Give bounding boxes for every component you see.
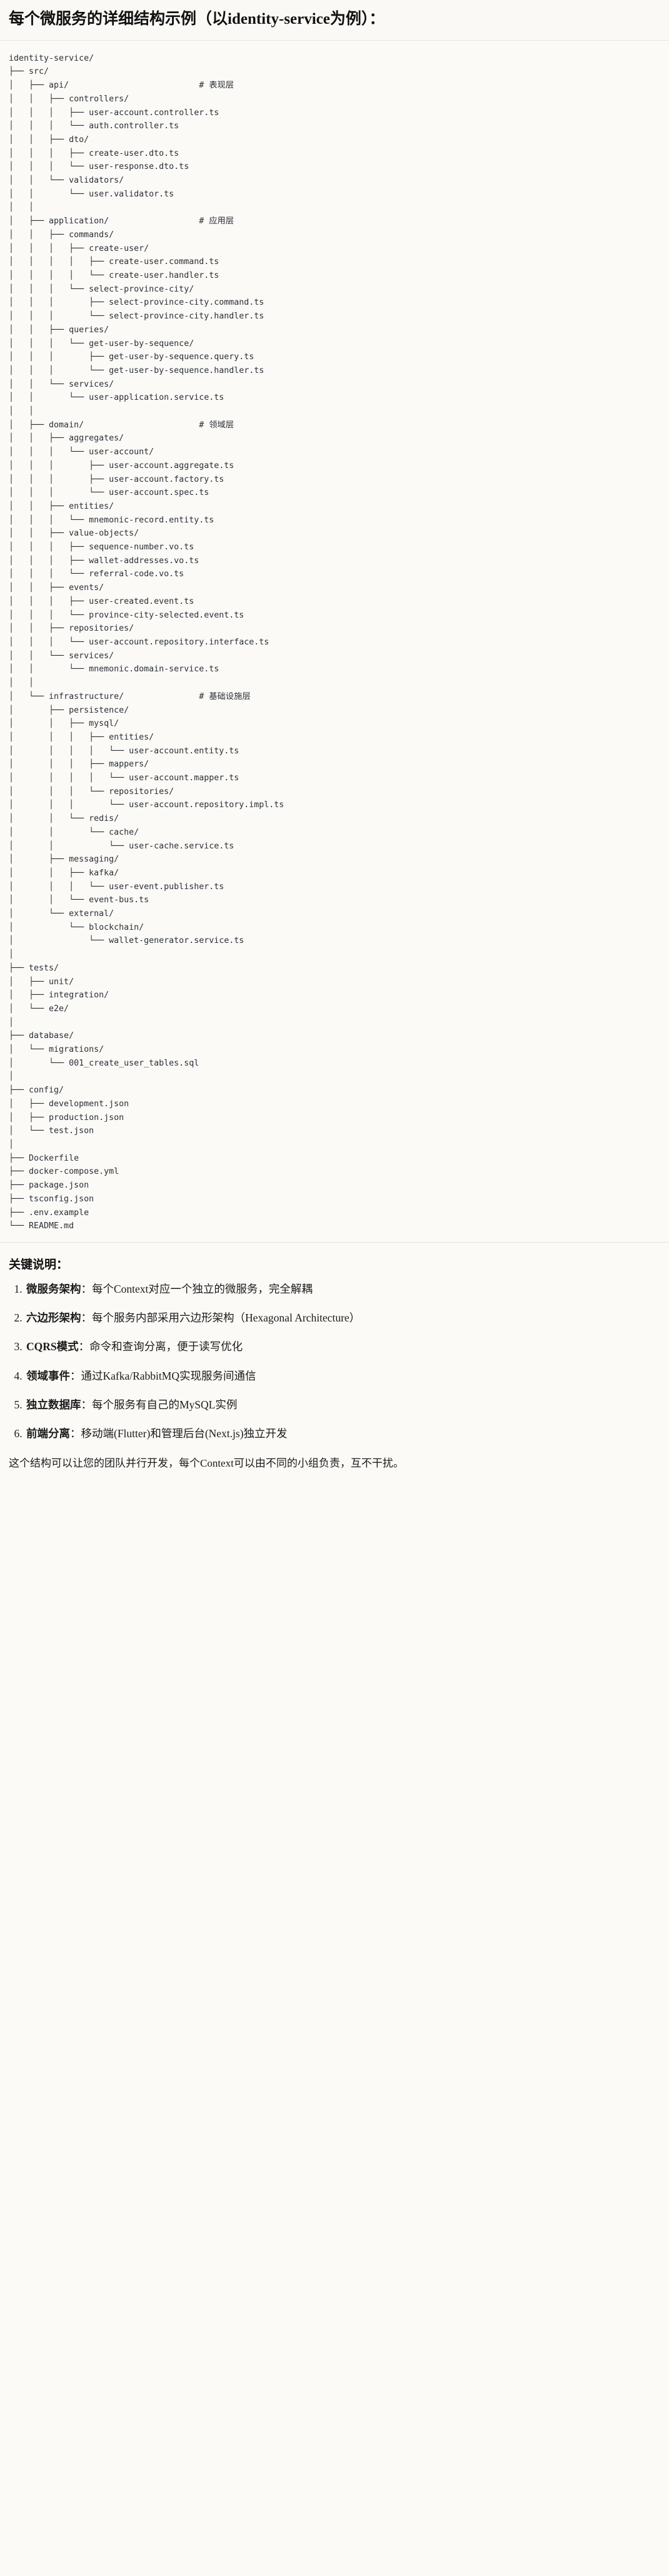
note-sep: ：: [81, 1398, 93, 1411]
list-item: 前端分离：移动端(Flutter)和管理后台(Next.js)独立开发: [25, 1425, 660, 1442]
closing-paragraph: 这个结构可以让您的团队并行开发，每个Context可以由不同的小组负责，互不干扰…: [9, 1457, 404, 1470]
note-key: 领域事件: [26, 1369, 70, 1382]
list-item: 微服务架构：每个Context对应一个独立的微服务，完全解耦: [25, 1281, 660, 1297]
note-value: 命令和查询分离，便于读写优化: [89, 1340, 243, 1353]
note-sep: ：: [70, 1427, 81, 1440]
note-key: CQRS模式: [26, 1340, 79, 1353]
key-notes-list: 微服务架构：每个Context对应一个独立的微服务，完全解耦 六边形架构：每个服…: [9, 1281, 660, 1442]
note-value: 通过Kafka/RabbitMQ实现服务间通信: [81, 1369, 256, 1382]
note-key: 六边形架构: [26, 1311, 81, 1325]
note-key: 前端分离: [26, 1427, 70, 1440]
list-item: 领域事件：通过Kafka/RabbitMQ实现服务间通信: [25, 1368, 660, 1384]
list-item: CQRS模式：命令和查询分离，便于读写优化: [25, 1338, 660, 1355]
note-sep: ：: [70, 1369, 81, 1382]
document-page: 每个微服务的详细结构示例（以identity-service为例）： ident…: [0, 0, 669, 1482]
key-notes-heading: 关键说明：: [9, 1258, 69, 1271]
note-key: 微服务架构: [26, 1282, 81, 1295]
list-item: 独立数据库：每个服务有自己的MySQL实例: [25, 1397, 660, 1413]
page-header: 每个微服务的详细结构示例（以identity-service为例）：: [0, 0, 669, 41]
note-value: 每个服务内部采用六边形架构（Hexagonal Architecture）: [92, 1311, 361, 1325]
directory-tree-block: identity-service/ ├── src/ │ ├── api/ # …: [0, 40, 669, 1242]
directory-tree: identity-service/ ├── src/ │ ├── api/ # …: [9, 53, 284, 1231]
note-value: 移动端(Flutter)和管理后台(Next.js)独立开发: [81, 1427, 288, 1440]
note-sep: ：: [81, 1311, 93, 1325]
note-sep: ：: [78, 1340, 90, 1353]
list-item: 六边形架构：每个服务内部采用六边形架构（Hexagonal Architectu…: [25, 1310, 660, 1326]
note-key: 独立数据库: [26, 1398, 81, 1411]
note-value: 每个服务有自己的MySQL实例: [92, 1398, 238, 1411]
page-title: 每个微服务的详细结构示例（以identity-service为例）：: [9, 11, 385, 28]
key-notes-section: 关键说明： 微服务架构：每个Context对应一个独立的微服务，完全解耦 六边形…: [0, 1241, 669, 1482]
note-sep: ：: [81, 1282, 93, 1295]
note-value: 每个Context对应一个独立的微服务，完全解耦: [92, 1282, 313, 1295]
